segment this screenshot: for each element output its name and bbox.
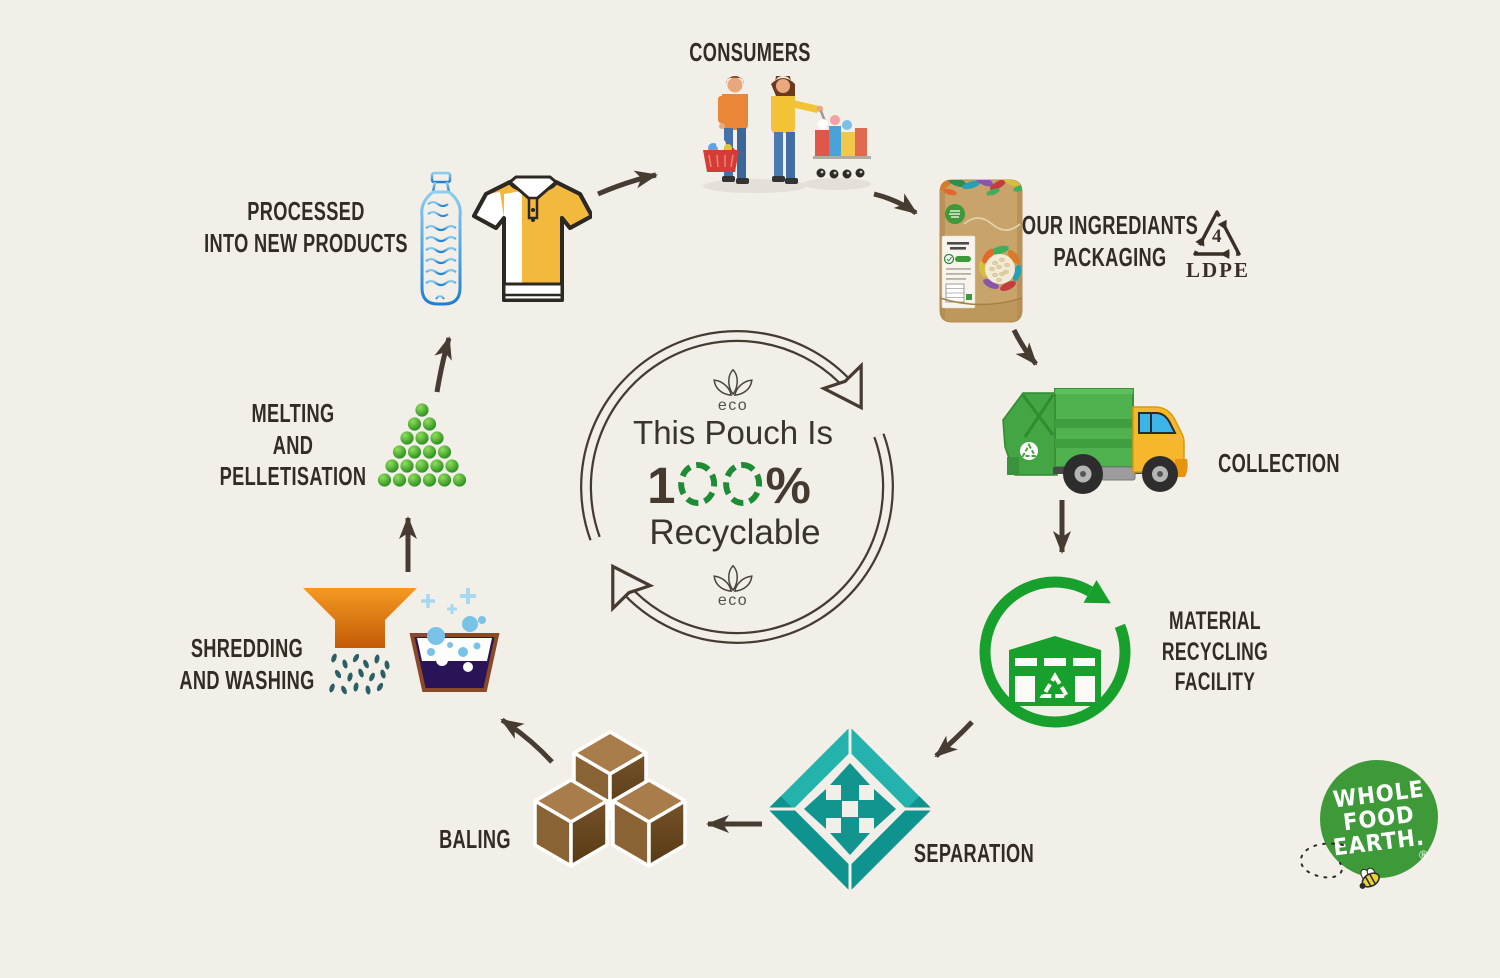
new-products-icon: [420, 171, 592, 306]
arrow-mrf-to-separation: [934, 720, 974, 758]
arrow-packaging-to-collection: [1011, 328, 1038, 366]
recycle-zero-icon: [723, 462, 763, 506]
recycle-zero-icon: [678, 462, 718, 506]
arrow-melting-to-processed: [434, 336, 452, 393]
registered-mark: ®: [1419, 848, 1428, 862]
funnel-shape: [303, 588, 417, 648]
arrow-processed-to-consumers: [597, 170, 658, 197]
ldpe-material: LDPE: [1185, 258, 1251, 282]
pouch-icon: [939, 179, 1023, 323]
bee-icon: [1299, 842, 1380, 889]
eco-leaf-icon: [713, 368, 753, 397]
shredding-washing-icon: [303, 588, 500, 695]
packaging-label: OUR INGREDIANTS PACKAGING: [1021, 210, 1199, 272]
whole-food-earth-logo: WHOLE FOOD EARTH. ®: [1320, 760, 1438, 878]
mrf-label: MATERIAL RECYCLING FACILITY: [1161, 607, 1269, 696]
bottle-icon: [420, 171, 462, 306]
center-line1: This Pouch Is: [633, 414, 833, 451]
eco-label-bottom: eco: [717, 592, 749, 609]
washing-basin: [409, 588, 500, 692]
separation-icon: [765, 722, 935, 896]
consumers-label: CONSUMERS: [689, 37, 811, 67]
garbage-truck-icon: [1002, 388, 1188, 494]
consumers-icon: [703, 76, 871, 193]
collection-label: COLLECTION: [1218, 448, 1340, 478]
arrow-consumers-to-packaging: [873, 191, 918, 216]
melting-label: MELTING AND PELLETISATION: [219, 398, 367, 492]
eco-leaf-icon: [713, 564, 753, 593]
separation-label: SEPARATION: [913, 838, 1035, 868]
center-line3: Recyclable: [649, 513, 821, 552]
tshirt-icon: [472, 175, 592, 302]
eco-label-top: eco: [717, 397, 749, 414]
arrow-baling-to-shredding: [500, 717, 554, 764]
pellets-icon: [377, 403, 467, 487]
baling-label: BALING: [439, 824, 511, 854]
ldpe-code: 4: [1212, 226, 1222, 247]
processed-label: PROCESSED INTO NEW PRODUCTS: [204, 196, 408, 258]
shredding-label: SHREDDING AND WASHING: [179, 633, 315, 695]
baling-icon: [533, 730, 687, 868]
center-percent: 1%: [647, 457, 811, 514]
shredded-bits: [329, 653, 390, 695]
recycling-facility-icon: [979, 576, 1131, 728]
cycle-arrows-icon: [580, 330, 914, 658]
ldpe-recycle-icon: [1193, 210, 1241, 259]
